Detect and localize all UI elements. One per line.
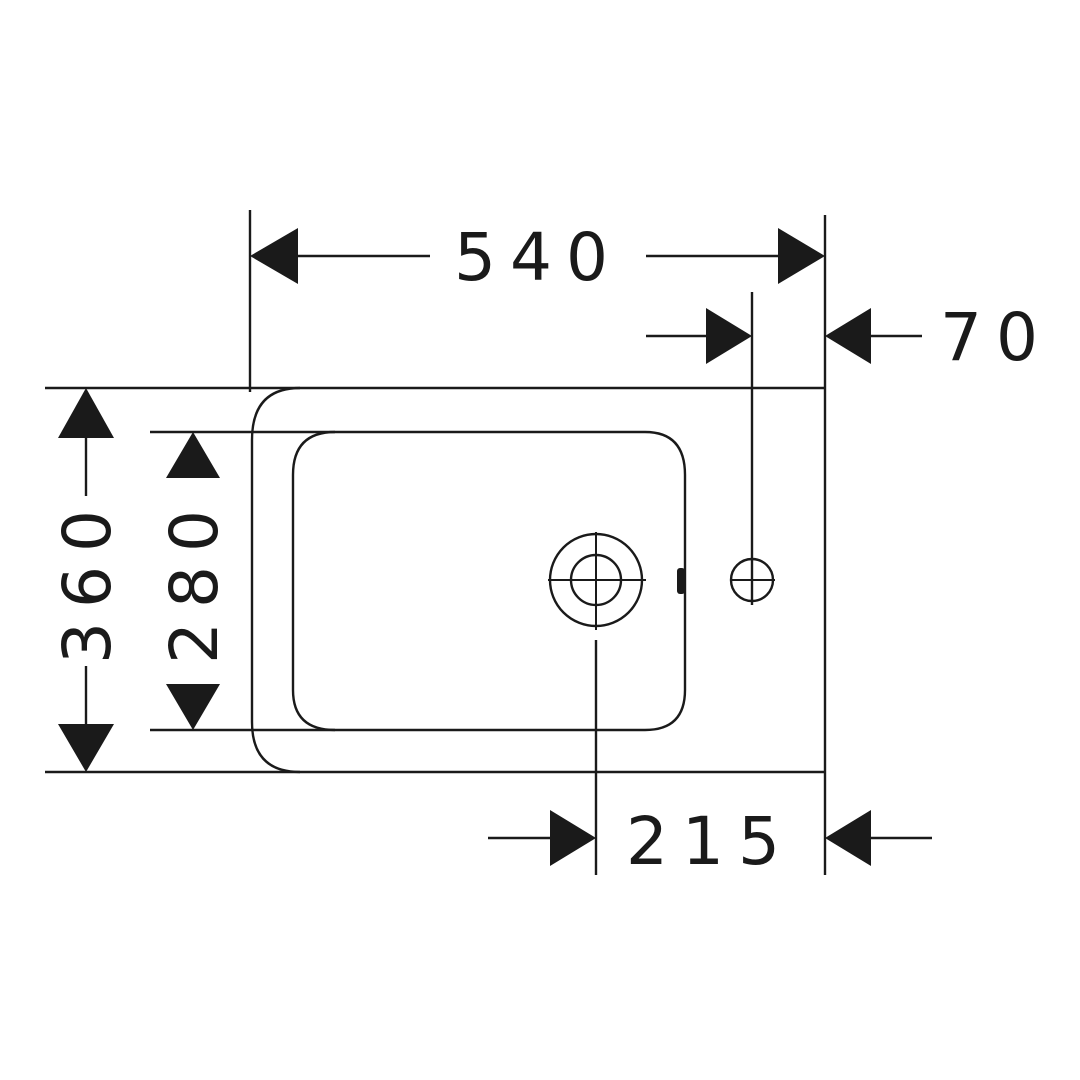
arrowhead-right [550,810,596,866]
bowl-outline [291,430,687,732]
dimension-label-280: 280 [156,496,233,664]
dimension-label-215: 215 [626,803,794,880]
dimension-rear-offset: 70 [646,299,1052,376]
arrowhead-down [166,684,220,730]
dimension-overall-width: 540 [250,219,825,296]
arrowhead-down [58,724,114,772]
dimension-label-360: 360 [49,496,126,664]
dimension-overall-depth: 360 [49,388,126,772]
arrowhead-left [250,228,298,284]
tap-hole-symbol [548,532,646,875]
dimension-bowl-depth: 280 [156,432,233,730]
dimension-tap-hole-offset: 215 [488,803,932,880]
arrowhead-left [825,308,871,364]
arrowhead-right [778,228,825,284]
arrowhead-left [825,810,871,866]
arrowhead-right [706,308,752,364]
extension-lines [45,210,335,774]
dimension-label-540: 540 [454,219,622,296]
side-hole-symbol [729,292,775,605]
arrowhead-up [58,388,114,438]
dimension-label-70: 70 [940,299,1052,376]
fixture-outline [250,215,827,875]
arrowhead-up [166,432,220,478]
